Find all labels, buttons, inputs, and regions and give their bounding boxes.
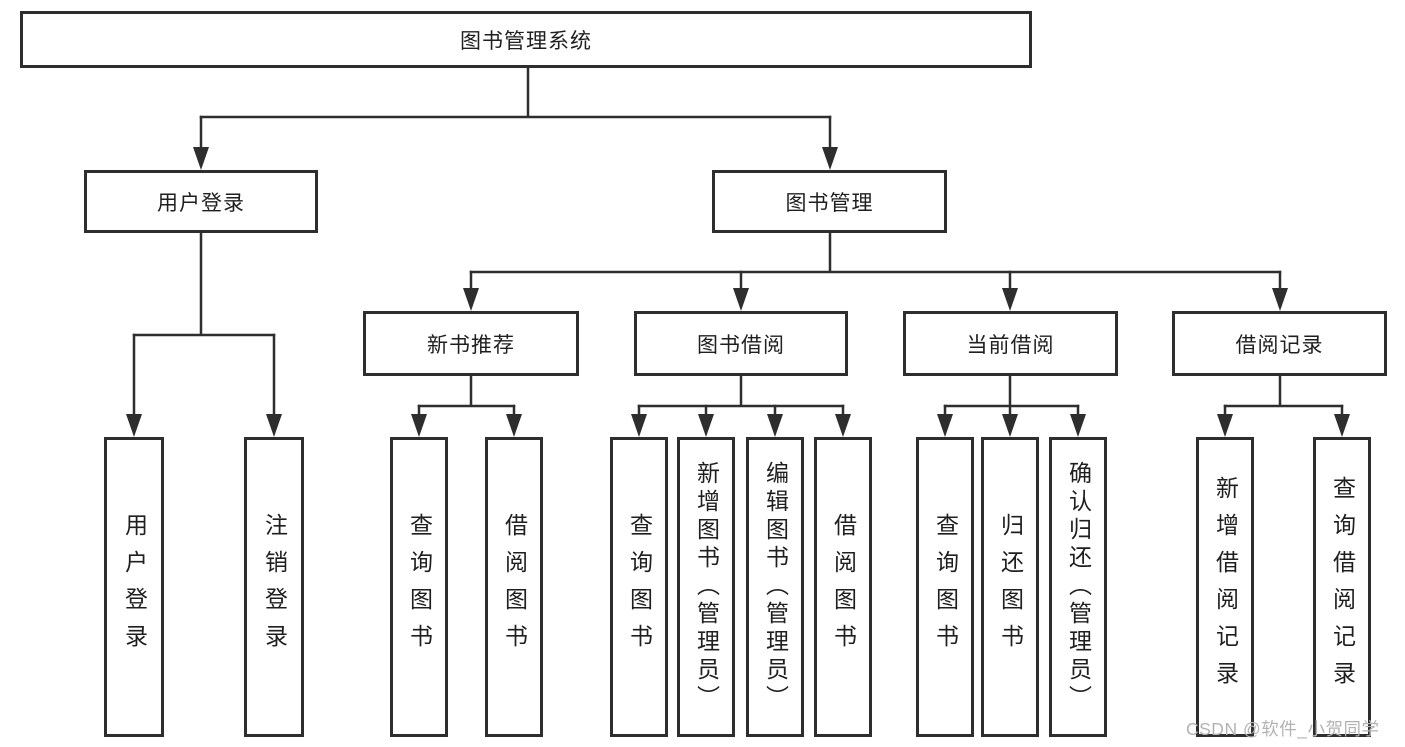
node-root-system: 图书管理系统 bbox=[20, 11, 1032, 68]
leaf-logout-login-label: 注销登录 bbox=[261, 513, 288, 661]
node-book-management-label: 图书管理 bbox=[785, 191, 874, 215]
leaf-logout-login: 注销登录 bbox=[244, 437, 304, 737]
node-borrow-record: 借阅记录 bbox=[1172, 311, 1387, 376]
leaf-current-query-book: 查询图书 bbox=[916, 437, 974, 737]
leaf-borrow-book-label: 借阅图书 bbox=[830, 513, 857, 661]
leaf-borrow-query-book: 查询图书 bbox=[610, 437, 668, 737]
node-borrow-record-label: 借阅记录 bbox=[1235, 333, 1324, 357]
leaf-return-book: 归还图书 bbox=[981, 437, 1039, 737]
leaf-add-book-admin: 新增图书（管理员） bbox=[677, 437, 735, 737]
node-book-borrow-label: 图书借阅 bbox=[697, 333, 785, 357]
leaf-borrow-book: 借阅图书 bbox=[814, 437, 872, 737]
connector-userlogin-to-leaves bbox=[132, 231, 276, 337]
leaf-confirm-return-admin: 确认归还（管理员） bbox=[1049, 437, 1107, 737]
node-current-borrow: 当前借阅 bbox=[903, 311, 1118, 376]
node-current-borrow-label: 当前借阅 bbox=[966, 333, 1055, 357]
connector-currentborrow-to-leaves bbox=[943, 374, 1080, 408]
leaf-add-borrow-record: 新增借阅记录 bbox=[1196, 437, 1254, 737]
leaf-recommend-borrow-book: 借阅图书 bbox=[485, 437, 543, 737]
leaf-add-book-admin-label: 新增图书（管理员） bbox=[693, 461, 720, 713]
leaf-recommend-borrow-book-label: 借阅图书 bbox=[501, 513, 528, 661]
leaf-recommend-query-book: 查询图书 bbox=[390, 437, 448, 737]
leaf-confirm-return-admin-label: 确认归还（管理员） bbox=[1065, 461, 1092, 713]
leaf-borrow-query-book-label: 查询图书 bbox=[626, 513, 653, 661]
connector-root-to-level2 bbox=[199, 66, 832, 119]
leaf-edit-book-admin: 编辑图书（管理员） bbox=[746, 437, 804, 737]
node-book-management: 图书管理 bbox=[712, 170, 947, 233]
leaf-edit-book-admin-label: 编辑图书（管理员） bbox=[762, 461, 789, 713]
leaf-return-book-label: 归还图书 bbox=[997, 513, 1024, 661]
connector-borrowrecord-to-leaves bbox=[1223, 374, 1344, 408]
leaf-user-login: 用户登录 bbox=[104, 437, 164, 737]
connector-bookborrow-to-leaves bbox=[637, 374, 845, 408]
node-new-book-recommend: 新书推荐 bbox=[363, 311, 579, 376]
csdn-watermark: CSDN @软件_小贺同学 bbox=[1186, 719, 1380, 739]
connector-bookmgmt-to-level3 bbox=[469, 231, 1282, 274]
node-user-login-label: 用户登录 bbox=[157, 191, 245, 215]
leaf-query-borrow-record: 查询借阅记录 bbox=[1313, 437, 1371, 737]
connector-newbookrec-to-leaves bbox=[417, 374, 516, 408]
leaf-current-query-book-label: 查询图书 bbox=[932, 513, 959, 661]
node-book-borrow: 图书借阅 bbox=[634, 311, 848, 376]
leaf-recommend-query-book-label: 查询图书 bbox=[406, 513, 433, 661]
node-new-book-recommend-label: 新书推荐 bbox=[427, 333, 515, 357]
leaf-query-borrow-record-label: 查询借阅记录 bbox=[1329, 476, 1356, 698]
node-user-login: 用户登录 bbox=[84, 170, 318, 233]
leaf-add-borrow-record-label: 新增借阅记录 bbox=[1212, 476, 1239, 698]
leaf-user-login-label: 用户登录 bbox=[121, 513, 148, 661]
node-root-label: 图书管理系统 bbox=[460, 29, 592, 53]
